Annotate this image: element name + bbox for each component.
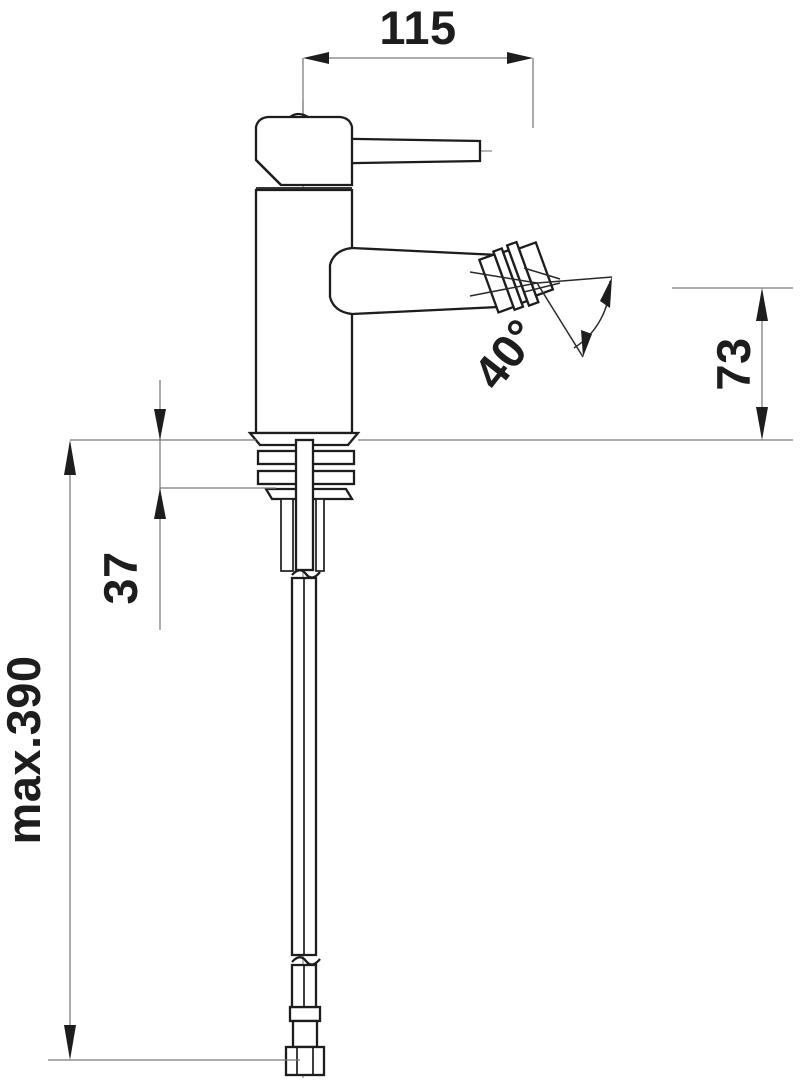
spout-tube (328, 246, 500, 316)
spray-tick-4 (469, 282, 538, 297)
arrowhead-390-bottom (64, 1025, 76, 1060)
hose-fitting-nut (284, 1045, 326, 1077)
dim-label-73: 73 (707, 337, 760, 390)
hose-break-symbol (291, 569, 321, 579)
arrowhead-37-top (154, 409, 166, 440)
arrowhead-40-lower (581, 330, 592, 357)
dimension-115: 115 (302, 1, 534, 128)
dim-label-40-degrees: 40° (463, 309, 549, 399)
arrowhead-115-left (303, 52, 329, 64)
arrowhead-40-upper (600, 277, 612, 308)
arrowhead-390-top (64, 440, 76, 475)
spray-tick-3 (469, 271, 538, 284)
arrowhead-115-right (507, 52, 533, 64)
angle-ray-lower (536, 282, 584, 358)
tie-rod-right (315, 498, 325, 572)
hose-lower-break-symbol (291, 956, 321, 966)
dim-label-37: 37 (94, 551, 147, 604)
mixer-body-column (254, 188, 354, 435)
handle-bevel-edge (255, 159, 282, 186)
hose-fitting-collar (288, 1005, 322, 1023)
tie-rod-left (280, 498, 294, 572)
arrowhead-73-top (756, 288, 768, 321)
spout-root-arc (329, 247, 353, 315)
spray-tick-1 (523, 267, 561, 280)
dimension-73: 73 (358, 287, 793, 441)
dimension-max-390: max.390 (0, 440, 300, 1061)
arrowhead-73-bottom (756, 407, 768, 440)
dimension-37: 37 (70, 380, 276, 630)
faucet-body-group (247, 112, 555, 1077)
dim-label-115: 115 (379, 1, 456, 54)
angle-ray-upper (536, 276, 613, 284)
handle-top-bump (289, 112, 309, 119)
handle-head (254, 115, 354, 187)
dim-label-max-390: max.390 (0, 655, 50, 844)
arrowhead-37-bottom (154, 488, 166, 519)
angle-arc (573, 280, 611, 349)
spray-tick-2 (523, 282, 561, 293)
hose-fitting-body (291, 1019, 319, 1049)
threaded-shank (294, 438, 315, 572)
